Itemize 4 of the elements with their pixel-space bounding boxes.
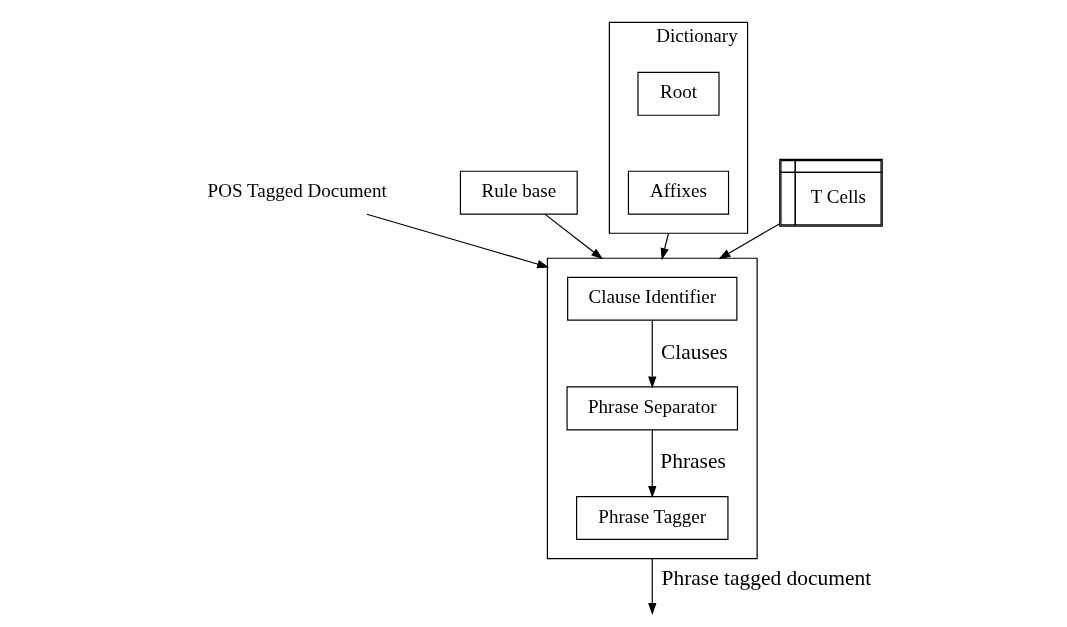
node-text: POS Tagged Document [207, 180, 387, 202]
edge-label: Phrase tagged document [661, 566, 871, 591]
edge-label: Phrases [659, 449, 726, 474]
edge-label: Clauses [660, 339, 728, 364]
